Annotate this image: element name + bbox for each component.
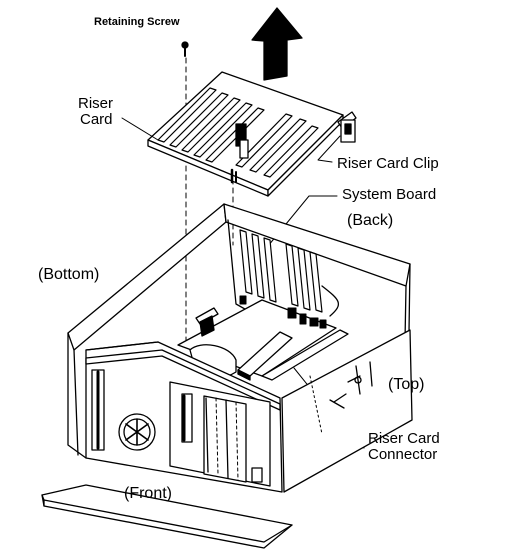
label-riser-card-line1: Riser (78, 95, 114, 112)
riser-card-clip (337, 111, 357, 143)
label-system-board: System Board (342, 186, 437, 203)
label-bottom: (Bottom) (38, 266, 100, 283)
label-riser-card-line2: Card (80, 111, 113, 128)
riser-card-connector (237, 331, 293, 381)
label-front: (Front) (124, 485, 172, 502)
label-retaining-screw: Retaining Screw (94, 16, 180, 28)
chassis-top-panel (281, 329, 413, 493)
label-top: (Top) (388, 376, 425, 393)
retaining-screw-icon (181, 41, 189, 57)
chassis-back-wall (223, 203, 411, 401)
base-plate (41, 484, 293, 549)
label-back: (Back) (347, 212, 394, 229)
fan-icon (118, 413, 156, 451)
chassis-front-face (85, 341, 283, 493)
label-riser-card-connector-line1: Riser Card (368, 430, 440, 447)
removal-direction-arrow (251, 7, 303, 81)
riser-card (147, 71, 344, 197)
top-latch (329, 361, 373, 409)
label-riser-card-clip: Riser Card Clip (337, 155, 439, 172)
drive-bays (169, 381, 271, 487)
label-riser-card-connector-line2: Connector (368, 446, 438, 463)
